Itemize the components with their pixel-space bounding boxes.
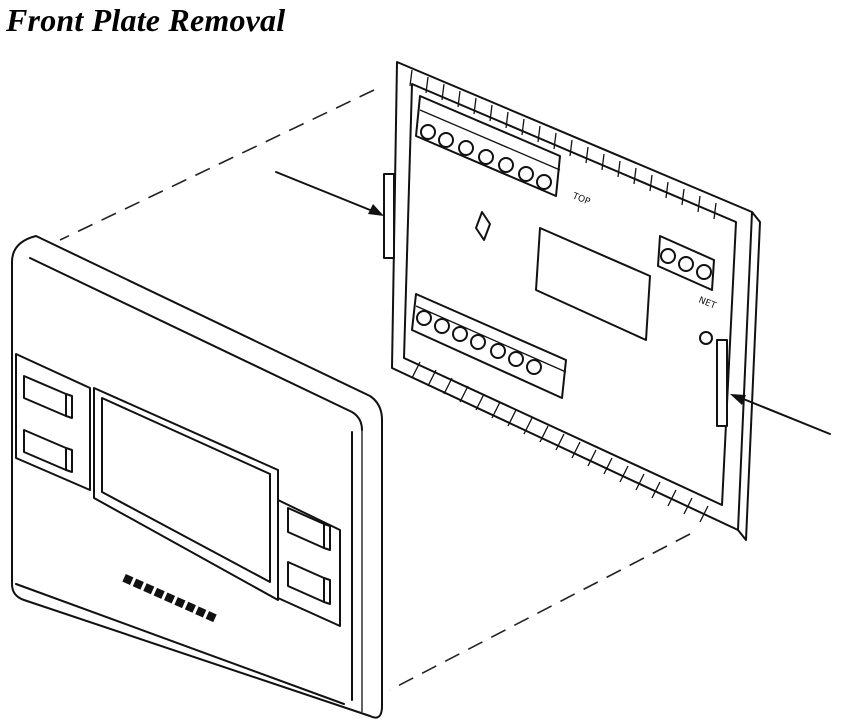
right-release-clip xyxy=(716,339,728,427)
right-upper-button[interactable] xyxy=(287,507,331,551)
center-window xyxy=(535,227,651,341)
left-button-recess xyxy=(15,353,91,491)
right-terminal-block xyxy=(657,235,715,291)
bottom-terminal-block xyxy=(411,293,567,399)
top-terminal-block xyxy=(415,95,561,197)
left-push-arrow xyxy=(275,171,384,216)
left-lower-button[interactable] xyxy=(23,429,73,473)
screw-hole xyxy=(699,331,713,345)
page-title: Front Plate Removal xyxy=(6,2,286,38)
right-push-arrow xyxy=(730,394,831,435)
alignment-lines xyxy=(59,89,691,691)
left-upper-button[interactable] xyxy=(23,375,73,419)
left-release-clip xyxy=(383,173,395,259)
right-lower-button[interactable] xyxy=(287,561,331,605)
mounting-hole xyxy=(475,211,491,241)
front-plate: ■■■■■■■■■ xyxy=(11,235,383,719)
display-window xyxy=(93,387,279,601)
back-plate: TOP NET xyxy=(383,61,761,541)
